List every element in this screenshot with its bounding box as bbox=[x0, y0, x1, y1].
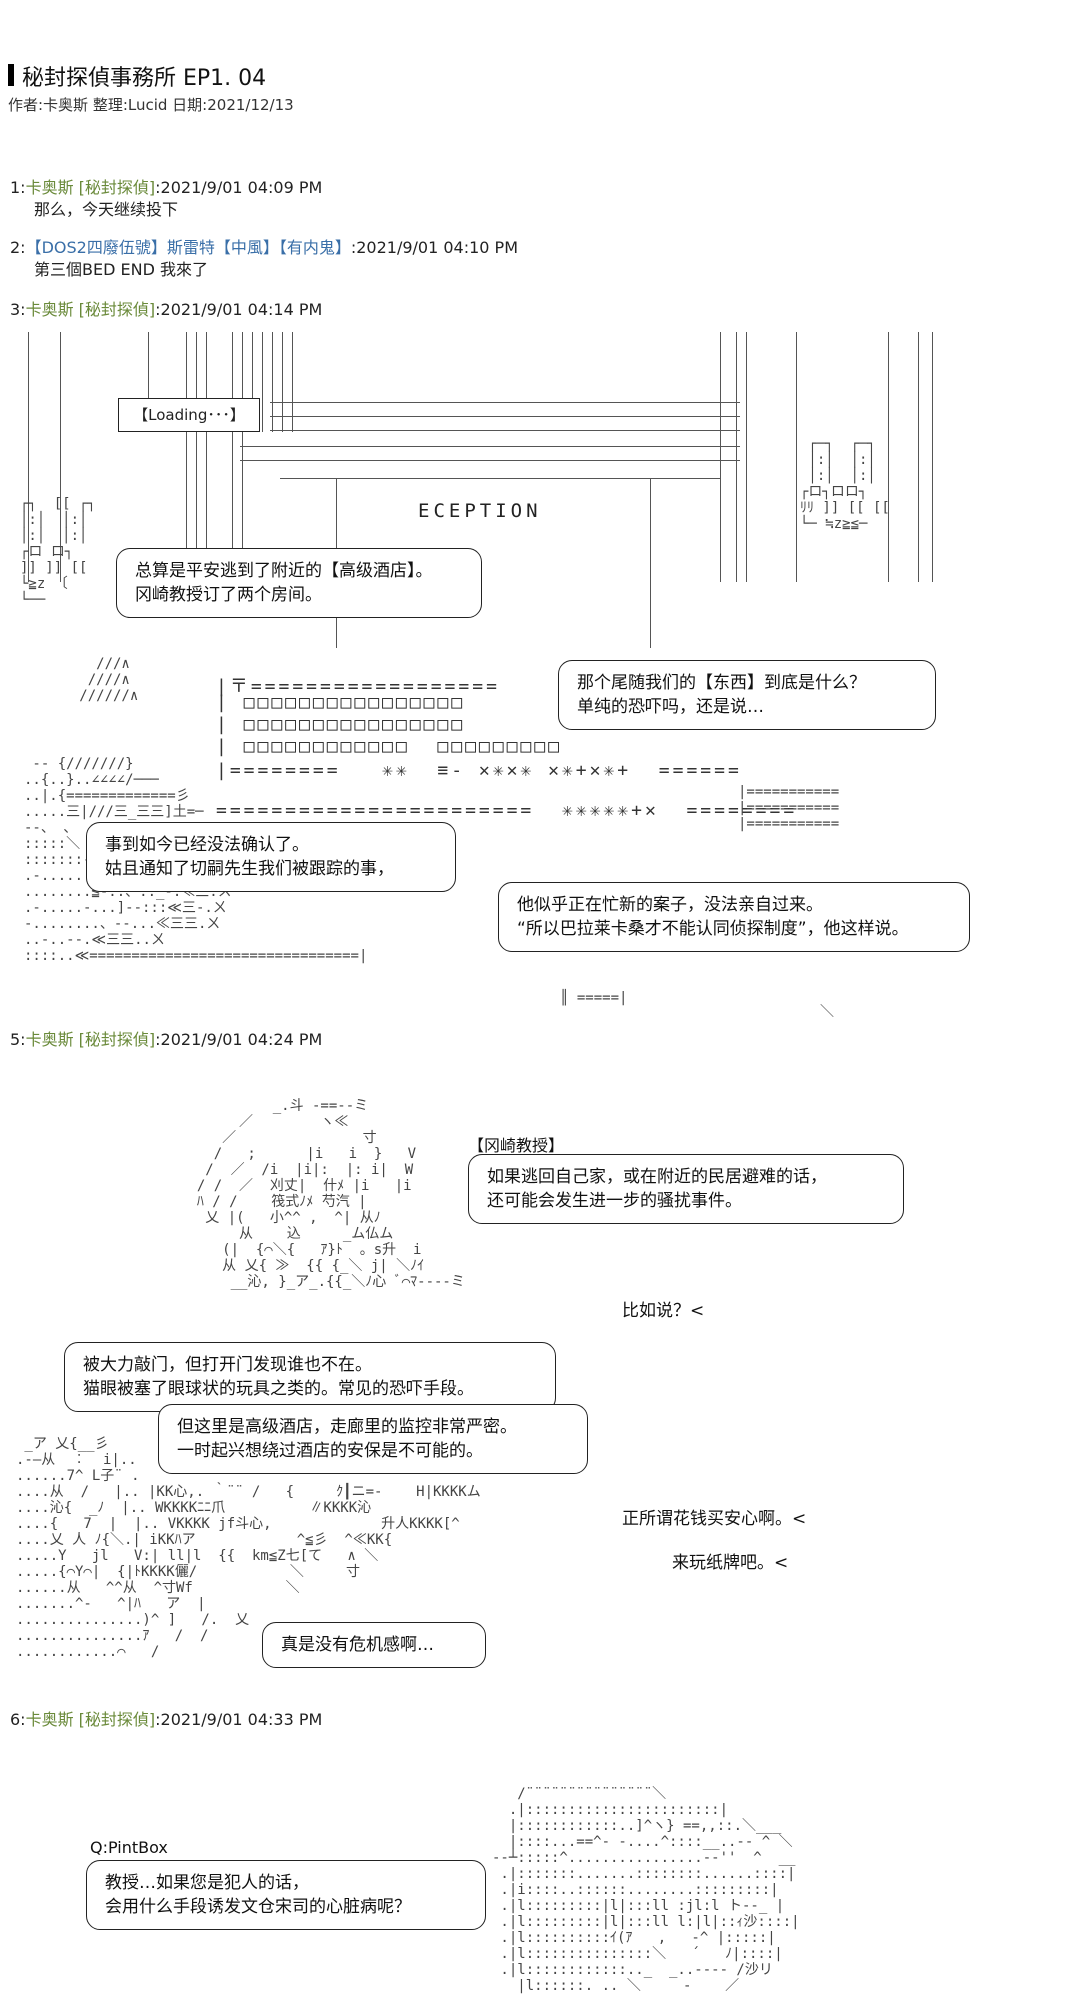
aside-text: 来玩纸牌吧。< bbox=[672, 1553, 789, 1573]
post-header-5: 5:卡奥斯 [秘封探偵]:2021/9/01 04:24 PM bbox=[10, 1030, 323, 1049]
speech-bubble: 总算是平安逃到了附近的【高级酒店】。 冈崎教授订了两个房间。 bbox=[116, 548, 482, 618]
speaker-label: 【冈崎教授】 bbox=[468, 1136, 565, 1155]
speech-bubble: 事到如今已经没法确认了。 姑且通知了切嗣先生我们被跟踪的事， bbox=[86, 822, 456, 892]
post-body-2: 第三個BED END 我來了 bbox=[34, 260, 208, 279]
speech-bubble: 如果逃回自己家，或在附近的民居避难的话， 还可能会发生进一步的骚扰事件。 bbox=[468, 1154, 904, 1224]
page-meta: 作者:卡奥斯 整理:Lucid 日期:2021/12/13 bbox=[8, 96, 294, 114]
post-author[interactable]: 卡奥斯 [秘封探偵] bbox=[25, 1710, 156, 1729]
speech-bubble: 但这里是高级酒店，走廊里的监控非常严密。 一时起兴想绕过酒店的安保是不可能的。 bbox=[158, 1404, 588, 1474]
post-header-1: 1:卡奥斯 [秘封探偵]:2021/9/01 04:09 PM bbox=[10, 178, 323, 197]
speech-bubble: 那个尾随我们的【东西】到底是什么？ 单纯的恐吓吗，还是说… bbox=[558, 660, 936, 730]
post-author[interactable]: 卡奥斯 [秘封探偵] bbox=[25, 300, 156, 319]
title-marker bbox=[8, 64, 14, 86]
speaker-label: Q:PintBox bbox=[90, 1838, 168, 1857]
post-author[interactable]: 卡奥斯 [秘封探偵] bbox=[25, 1030, 156, 1049]
speech-bubble: 被大力敲门，但打开门发现谁也不在。 猫眼被塞了眼球状的玩具之类的。常见的恐吓手段… bbox=[64, 1342, 556, 1412]
speech-bubble: 教授…如果您是犯人的话， 会用什么手段诱发文仓宋司的心脏病呢？ bbox=[86, 1860, 486, 1930]
reception-sign: ECEPTION bbox=[418, 500, 542, 522]
page-title: 秘封探偵事務所 EP1. 04 bbox=[22, 66, 267, 91]
post-header-2: 2:【DOS2四廢伍號】斯雷特【中風】【有内鬼】:2021/9/01 04:10… bbox=[10, 238, 519, 257]
post-author[interactable]: 卡奥斯 [秘封探偵] bbox=[25, 178, 156, 197]
aside-text: 比如说？< bbox=[622, 1301, 705, 1321]
post-header-3: 3:卡奥斯 [秘封探偵]:2021/9/01 04:14 PM bbox=[10, 300, 323, 319]
aside-text: 正所谓花钱买安心啊。< bbox=[622, 1509, 807, 1529]
loading-caption: 【Loading･･･】 bbox=[118, 398, 260, 432]
post-body-1: 那么，今天继续投下 bbox=[34, 200, 179, 219]
post-author[interactable]: 【DOS2四廢伍號】斯雷特【中風】【有内鬼】 bbox=[25, 238, 351, 257]
speech-bubble: 他似乎正在忙新的案子，没法亲自过来。 “所以巴拉莱卡桑才不能认同侦探制度”，他这… bbox=[498, 882, 970, 952]
speech-bubble: 真是没有危机感啊… bbox=[262, 1622, 486, 1668]
post-header-6: 6:卡奥斯 [秘封探偵]:2021/9/01 04:33 PM bbox=[10, 1710, 323, 1729]
